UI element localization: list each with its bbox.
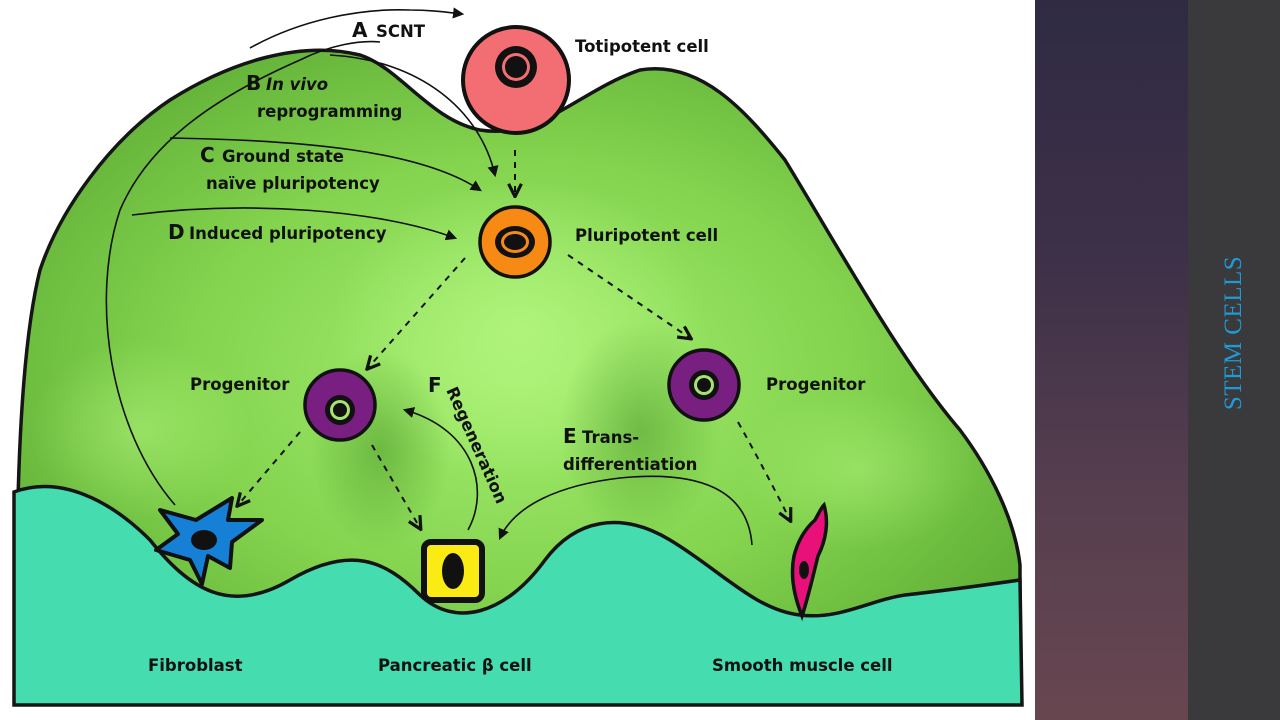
side-bar bbox=[1188, 0, 1280, 720]
reprogramming-arrows bbox=[105, 7, 753, 546]
label-fibroblast: Fibroblast bbox=[148, 656, 243, 675]
label-e-line1: Trans- bbox=[582, 428, 639, 447]
label-progenitor-right: Progenitor bbox=[766, 375, 866, 394]
label-c-line2: naïve pluripotency bbox=[206, 174, 380, 193]
green-landscape bbox=[16, 48, 1022, 702]
label-b-line1: In vivo bbox=[266, 75, 328, 94]
smooth-muscle-cell-icon bbox=[790, 501, 829, 622]
label-c-letter: C bbox=[200, 143, 215, 167]
beta-cell-icon bbox=[421, 539, 485, 603]
fibroblast-cell-icon bbox=[154, 496, 264, 586]
label-smooth-muscle: Smooth muscle cell bbox=[712, 656, 893, 675]
label-pancreatic: Pancreatic β cell bbox=[378, 656, 532, 675]
label-c-line1: Ground state bbox=[222, 147, 344, 166]
label-d-text: Induced pluripotency bbox=[189, 224, 387, 243]
progenitor-cell-icon bbox=[303, 368, 377, 442]
label-totipotent: Totipotent cell bbox=[575, 37, 709, 56]
label-a-letter: A bbox=[352, 18, 368, 42]
epigenetic-landscape-diagram: A SCNT B In vivo reprogramming C Ground … bbox=[12, 7, 1024, 707]
pluripotent-cell-icon bbox=[478, 205, 552, 279]
side-panel bbox=[1035, 0, 1188, 720]
teal-ground bbox=[12, 484, 1024, 707]
label-f-letter: F bbox=[428, 373, 442, 397]
label-progenitor-left: Progenitor bbox=[190, 375, 290, 394]
label-a-text: SCNT bbox=[376, 22, 426, 41]
label-e-letter: E bbox=[563, 424, 577, 448]
label-e-line2: differentiation bbox=[563, 455, 697, 474]
label-d-letter: D bbox=[168, 220, 185, 244]
differentiation-arrows bbox=[238, 150, 790, 528]
slide-section-title: STEM CELLS bbox=[1220, 255, 1247, 411]
progenitor-cell-icon bbox=[667, 348, 741, 422]
label-b-line2: reprogramming bbox=[257, 102, 402, 121]
label-b-letter: B bbox=[246, 71, 261, 95]
totipotent-cell-icon bbox=[461, 25, 571, 135]
label-pluripotent: Pluripotent cell bbox=[575, 226, 718, 245]
